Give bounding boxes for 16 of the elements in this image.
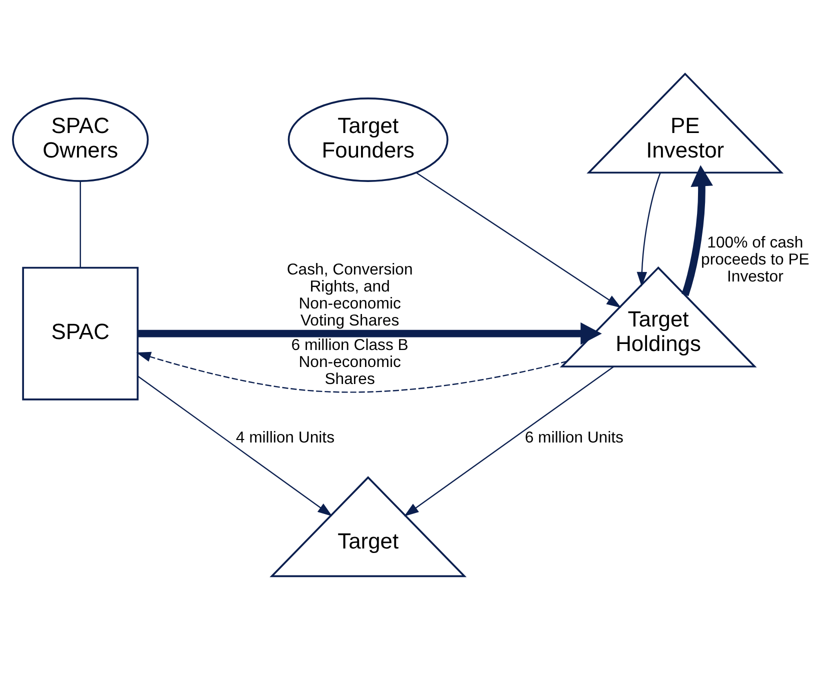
edge-label: 6 million Units bbox=[524, 430, 624, 447]
edge-label: 100% of cash proceeds to PE Investor bbox=[701, 234, 810, 286]
node-box: SPAC bbox=[22, 266, 139, 400]
node-ellipse: SPAC Owners bbox=[12, 98, 149, 182]
edge-label: Cash, Conversion Rights, and Non-economic Voting Shares bbox=[286, 261, 413, 330]
arrow bbox=[416, 172, 622, 308]
node-ellipse: Target Founders bbox=[288, 98, 448, 182]
connector bbox=[80, 182, 81, 268]
arrow bbox=[404, 366, 614, 516]
arrow bbox=[138, 322, 602, 345]
edge-label: 6 million Class B Non-economic Shares bbox=[291, 336, 408, 388]
arrow bbox=[636, 172, 661, 287]
edge-label: 4 million Units bbox=[236, 430, 335, 447]
arrow bbox=[138, 376, 332, 516]
arrow bbox=[136, 352, 568, 393]
arrow bbox=[682, 165, 713, 296]
